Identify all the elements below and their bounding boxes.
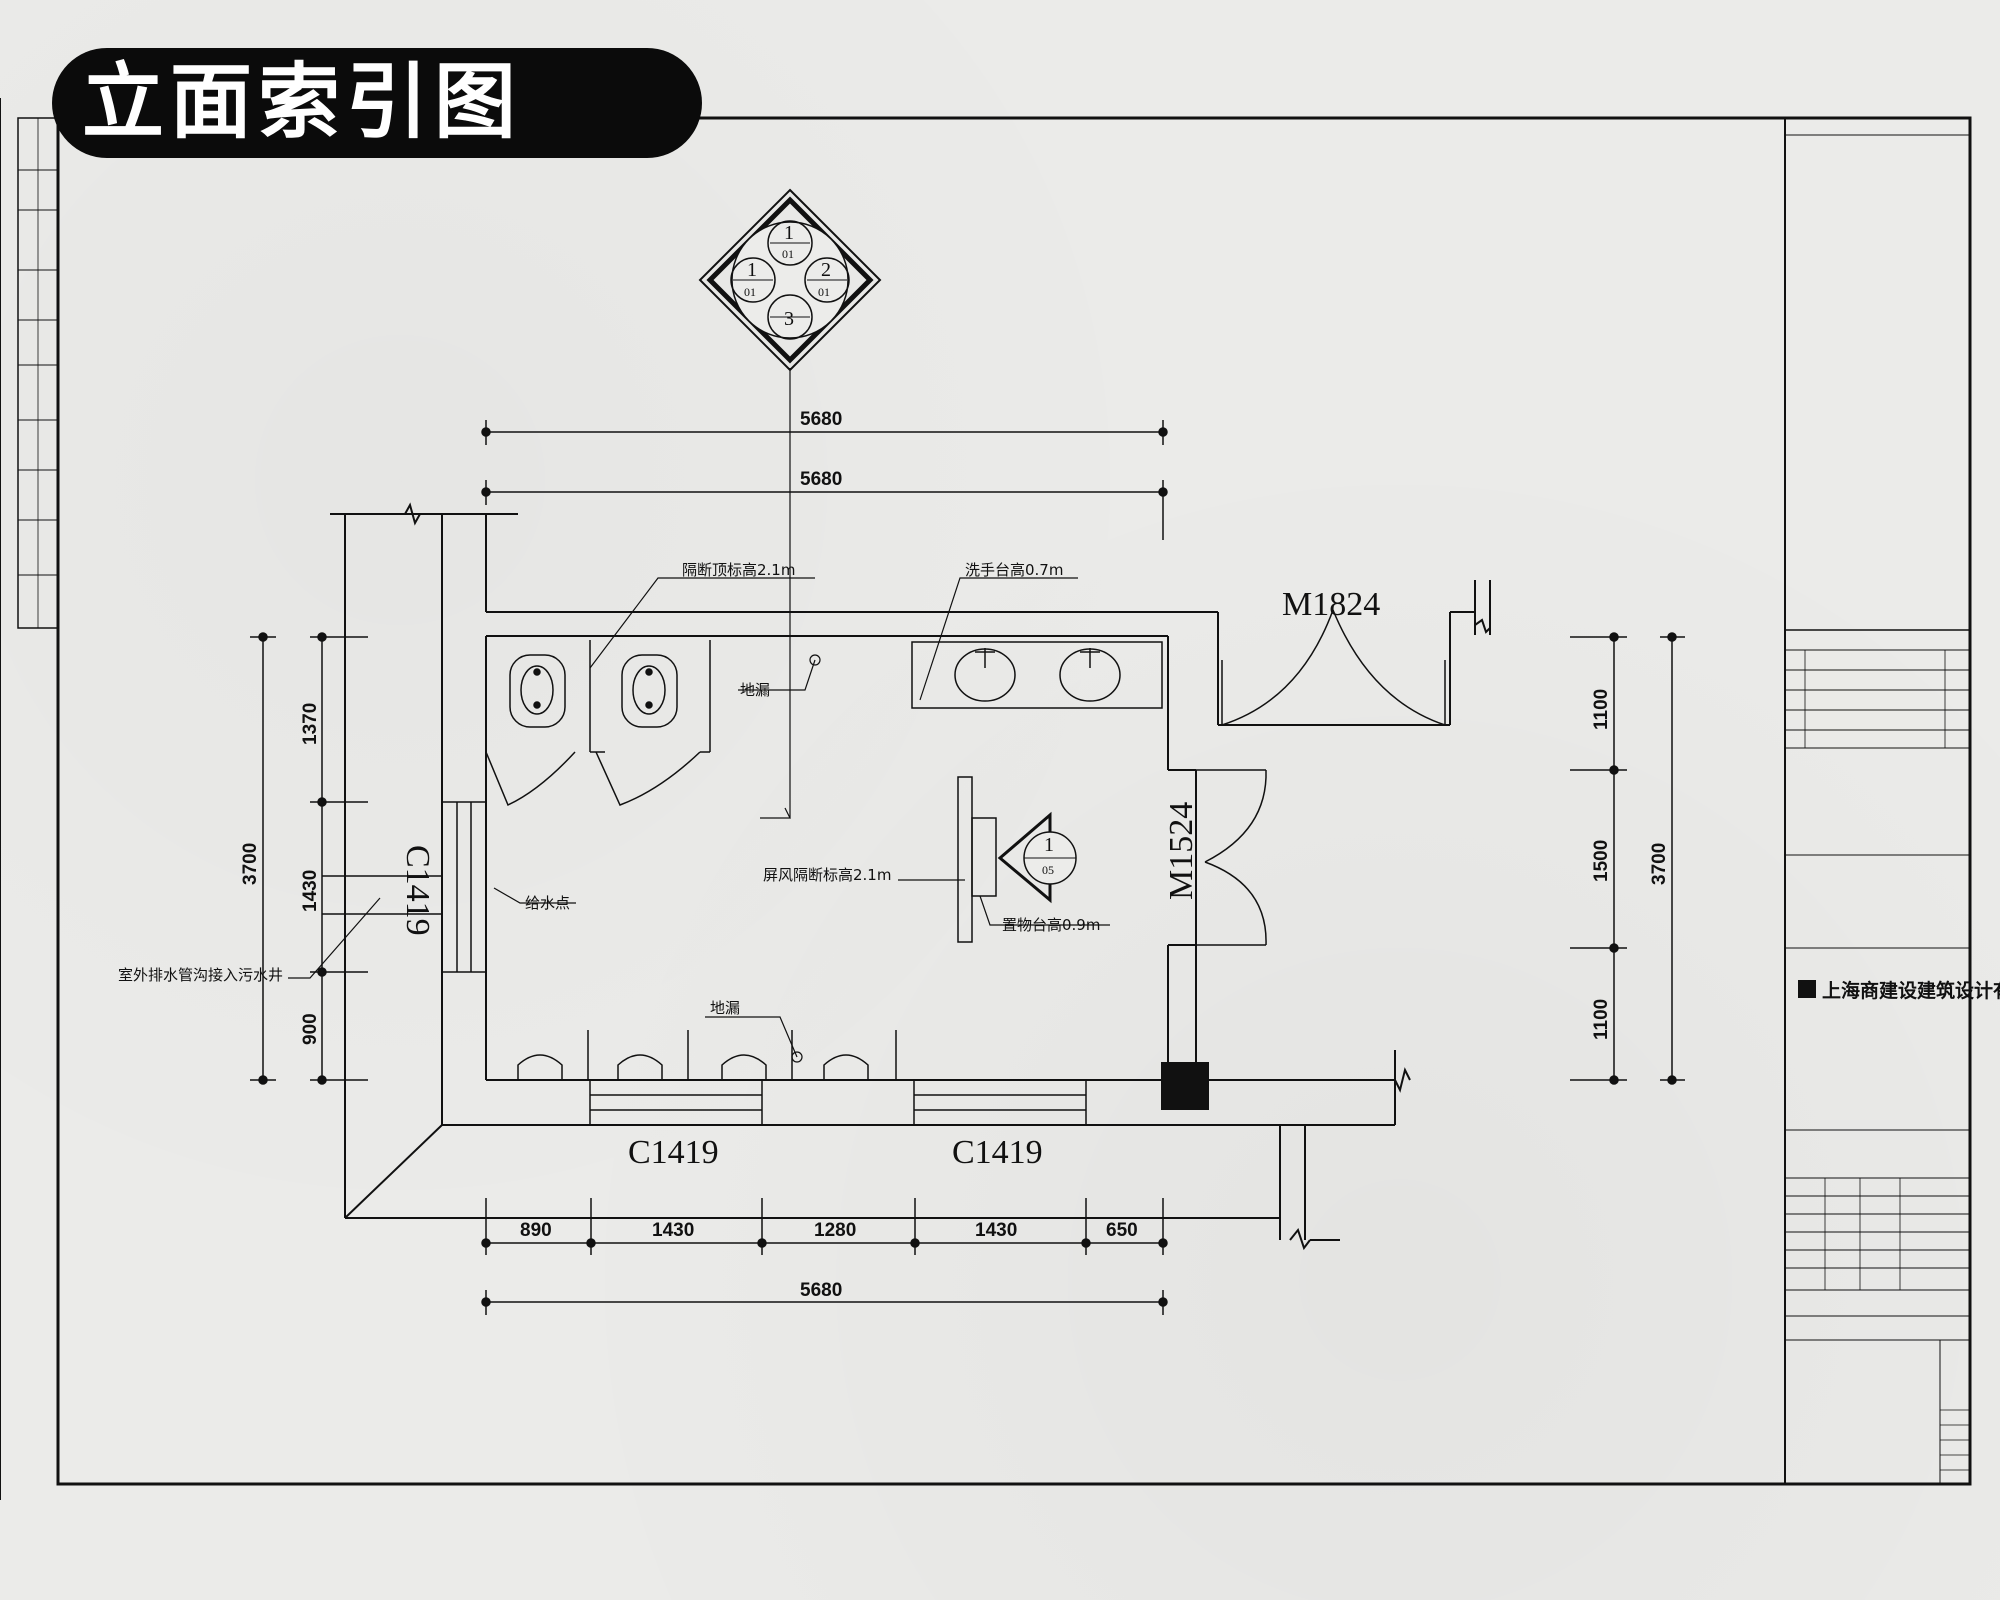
dim-bottom-overall: 5680 bbox=[800, 1280, 842, 1301]
urinals bbox=[517, 1030, 897, 1080]
dim-bottom-seg-2: 1430 bbox=[652, 1220, 694, 1241]
squat-toilets bbox=[509, 654, 678, 728]
index-top-number: 1 bbox=[784, 222, 794, 244]
dim-top-1: 5680 bbox=[800, 409, 842, 430]
title-banner bbox=[52, 48, 702, 158]
small-index-sub: 05 bbox=[1042, 863, 1054, 877]
dim-bottom-seg-5: 650 bbox=[1106, 1220, 1138, 1241]
dim-top-2: 5680 bbox=[800, 469, 842, 490]
dim-left-seg-2: 1430 bbox=[300, 870, 321, 912]
dim-bottom-seg-3: 1280 bbox=[814, 1220, 856, 1241]
floor-drains bbox=[791, 654, 821, 1063]
index-top-sub: 01 bbox=[782, 247, 794, 261]
window-label-bottom-2: C1419 bbox=[952, 1134, 1043, 1171]
door-label-m1824: M1824 bbox=[1282, 586, 1380, 623]
index-right-sub: 01 bbox=[818, 285, 830, 299]
note-basin-counter: 洗手台高0.7m bbox=[965, 561, 1063, 579]
small-index-number: 1 bbox=[1044, 834, 1054, 856]
note-floor-drain-1: 地漏 bbox=[740, 681, 770, 699]
dim-right-overall: 3700 bbox=[1649, 843, 1670, 885]
small-index-symbol bbox=[997, 811, 1077, 904]
note-water-supply: 给水点 bbox=[525, 894, 570, 912]
dimension-lines bbox=[250, 420, 1685, 1315]
dim-left-seg-1: 1370 bbox=[300, 703, 321, 745]
window-label-bottom-1: C1419 bbox=[628, 1134, 719, 1171]
dim-right-seg-1: 1100 bbox=[1591, 689, 1612, 730]
index-left-number: 1 bbox=[747, 259, 757, 281]
basin-counter bbox=[911, 641, 1163, 709]
page-title: 立面索引图 bbox=[81, 55, 522, 150]
window-label-left: C1419 bbox=[399, 845, 436, 936]
leader-lines bbox=[288, 368, 1110, 1058]
dim-right-seg-2: 1500 bbox=[1591, 840, 1612, 882]
note-floor-drain-2: 地漏 bbox=[710, 999, 740, 1017]
dim-bottom-seg-1: 890 bbox=[520, 1220, 552, 1241]
door-label-m1524: M1524 bbox=[1163, 802, 1200, 900]
index-right-number: 2 bbox=[821, 259, 831, 281]
elevation-index-symbol bbox=[698, 188, 882, 372]
title-block bbox=[1784, 117, 1971, 1485]
note-partition-top: 隔断顶标高2.1m bbox=[682, 561, 795, 579]
note-drain-pipe: 室外排水管沟接入污水井 bbox=[118, 966, 283, 984]
index-left-sub: 01 bbox=[744, 285, 756, 299]
dim-right-seg-3: 1100 bbox=[1591, 999, 1612, 1040]
note-screen-partition: 屏风隔断标高2.1m bbox=[763, 866, 891, 884]
index-bottom-number: 3 bbox=[784, 308, 794, 330]
dim-left-seg-3: 900 bbox=[300, 1013, 321, 1045]
sheet-border bbox=[0, 98, 1972, 1500]
doors bbox=[485, 609, 1446, 946]
dim-bottom-seg-4: 1430 bbox=[975, 1220, 1017, 1241]
dim-left-overall: 3700 bbox=[240, 843, 261, 885]
windows bbox=[441, 801, 1087, 1126]
company-name: 上海商建设建筑设计有限公司 bbox=[1822, 979, 2000, 1002]
screen-partition bbox=[957, 776, 997, 943]
note-shelf: 置物台高0.9m bbox=[1002, 916, 1100, 934]
